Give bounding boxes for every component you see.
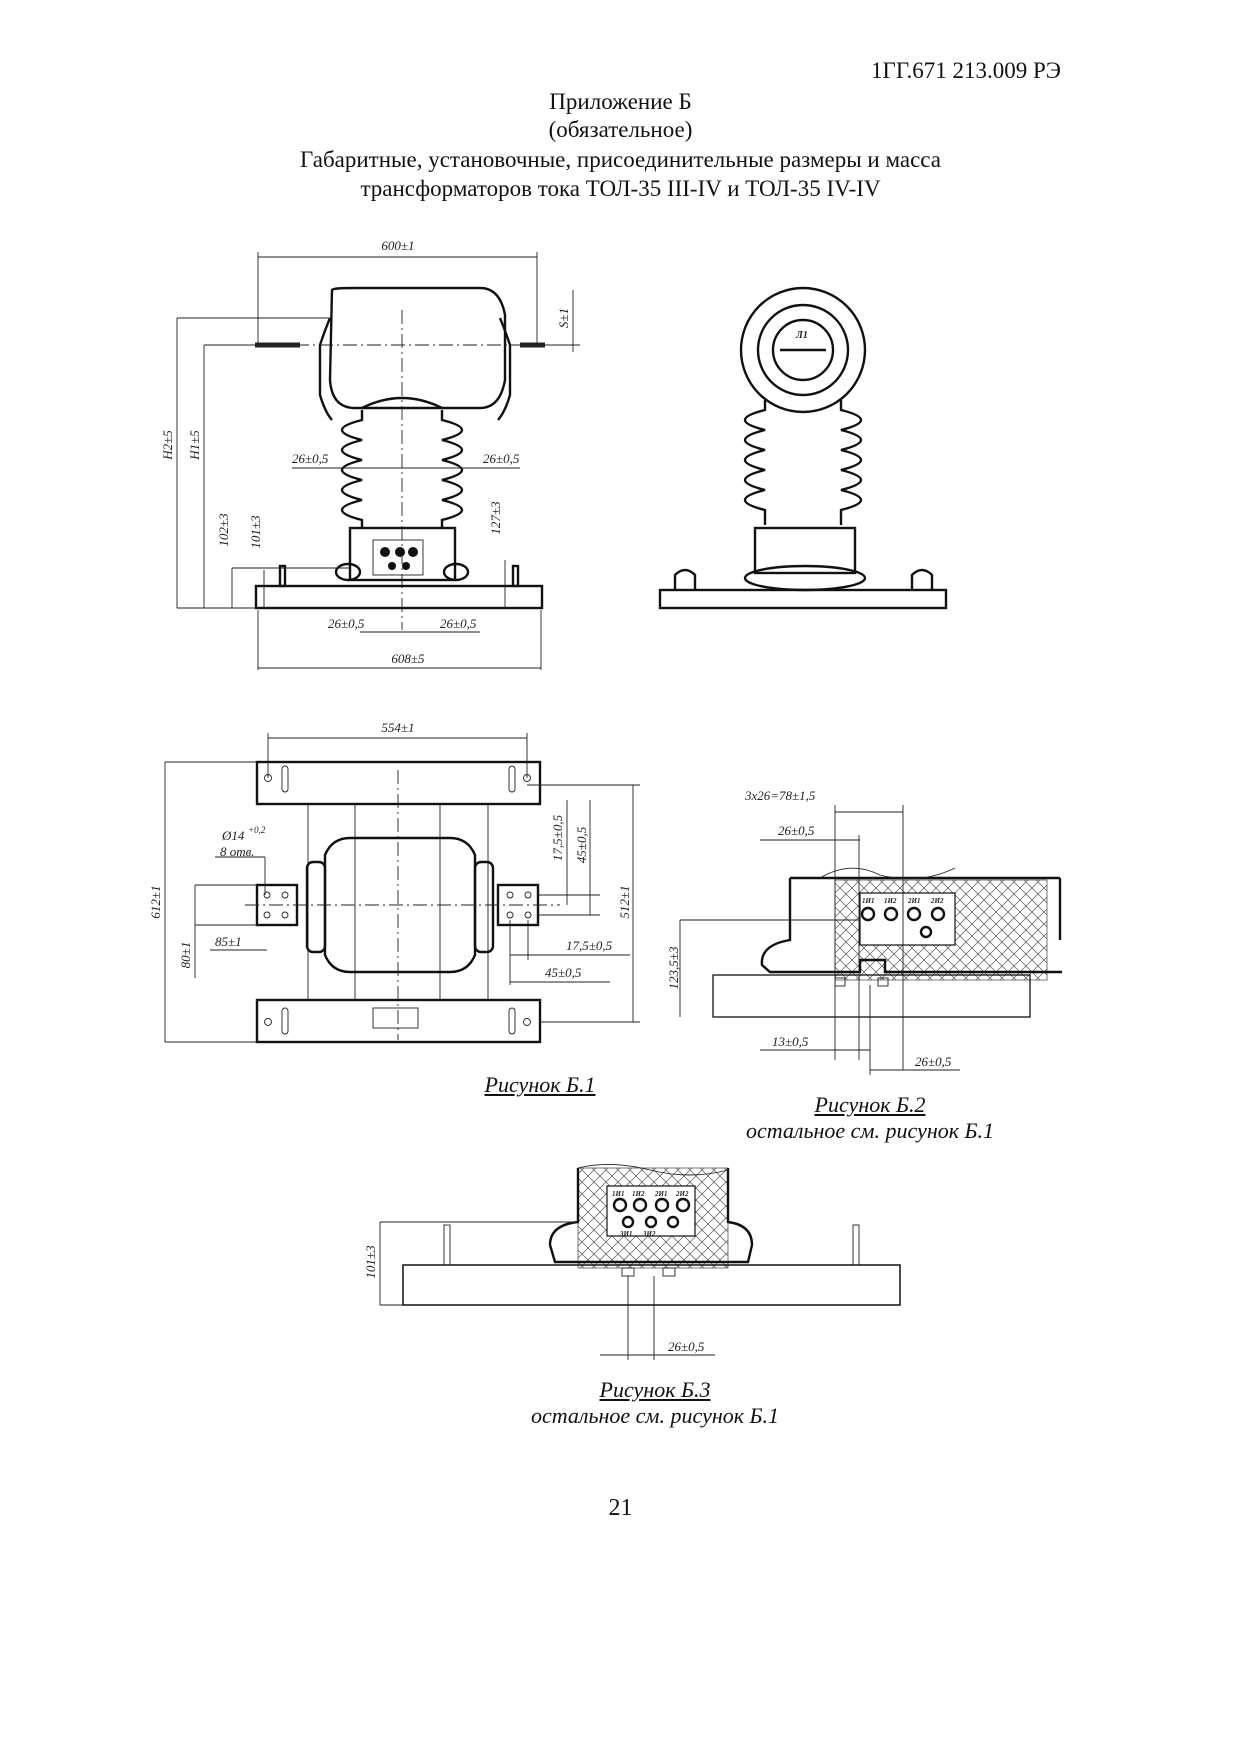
figure-b3: 1И1 1И2 2И1 2И2 3И1 3И2 101±3 26±0,5 [363,1163,901,1360]
dim-26: 26±0,5 [668,1339,705,1354]
dim-width-top: 600±1 [381,238,414,253]
terminal-label: 3И1 [619,1230,632,1238]
figure-b1-caption: Рисунок Б.1 [484,1072,596,1097]
dim-17-5-vertical: 17,5±0,5 [550,814,565,861]
appendix-heading-line2: трансформаторов тока ТОЛ-35 III-IV и ТОЛ… [360,176,881,201]
dim-pitch-bottom-left: 26±0,5 [328,616,365,631]
appendix-heading-line1: Габаритные, установочные, присоединитель… [300,147,941,172]
dim-hole-tolerance: +0,2 [248,825,266,835]
dim-13: 13±0,5 [772,1034,809,1049]
dim-s: S±1 [556,308,571,328]
dim-101: 101±3 [363,1245,378,1279]
document-number: 1ГГ.671 213.009 РЭ [871,58,1061,83]
dim-127: 127±3 [488,501,503,535]
dim-45-vertical: 45±0,5 [574,826,589,863]
terminal-label: 2И2 [930,897,944,905]
terminal-label: 1И1 [862,897,874,905]
terminal-block [860,906,946,939]
dim-102: 102±3 [216,513,231,547]
side-marker-l1: Л1 [795,330,808,341]
appendix-status: (обязательное) [548,117,693,142]
dim-512: 512±1 [617,885,632,918]
dim-101: 101±3 [248,515,263,549]
front-view: 600±1 S±1 H2±5 H1±5 26±0,5 26±0,5 102±3 … [160,238,580,670]
figure-b2-caption: Рисунок Б.2 [814,1092,926,1117]
dim-45-horizontal: 45±0,5 [545,965,582,980]
dim-hole-diameter: Ø14 [221,828,245,843]
terminal-label: 2И1 [654,1190,667,1198]
figure-b2: 1И1 1И2 2И1 2И2 3х26=78±1,5 26±0,5 123,5… [666,788,1073,1075]
dim-pitch-right: 26±0,5 [483,451,520,466]
dim-80: 80±1 [178,942,193,969]
dim-pitch-left: 26±0,5 [292,451,329,466]
terminal-label: 1И2 [632,1190,645,1198]
dim-top-depth: 612±1 [148,885,163,918]
appendix-title: Приложение Б [549,89,692,114]
page-number: 21 [608,1495,633,1521]
figure-b2-note: остальное см. рисунок Б.1 [745,1118,995,1143]
terminal-label: 1И1 [612,1190,624,1198]
side-view: Л1 [658,286,948,610]
dim-26-bottom: 26±0,5 [915,1054,952,1069]
dim-h1: H1±5 [187,430,202,461]
figure-b3-note: остальное см. рисунок Б.1 [530,1403,780,1428]
dim-85: 85±1 [215,934,242,949]
terminal-label: 3И2 [642,1230,656,1238]
terminal-label: 2И2 [675,1190,689,1198]
terminal-label: 2И1 [907,897,920,905]
dim-26-top: 26±0,5 [778,823,815,838]
terminal-label: 1И2 [884,897,897,905]
dim-width-base: 608±5 [391,651,425,666]
top-view: 554±1 612±1 Ø14 +0,2 8 отв. 80±1 85±1 17… [148,720,640,1044]
dim-h2: H2±5 [160,430,175,461]
dim-pitch-bottom-right: 26±0,5 [440,616,477,631]
figure-b3-caption: Рисунок Б.3 [599,1377,711,1402]
dim-top-width: 554±1 [381,720,414,735]
dim-123-5: 123,5±3 [666,946,681,989]
dim-78: 3х26=78±1,5 [744,788,816,803]
dim-hole-count: 8 отв. [220,844,255,859]
dim-17-5-horizontal: 17,5±0,5 [566,938,613,953]
